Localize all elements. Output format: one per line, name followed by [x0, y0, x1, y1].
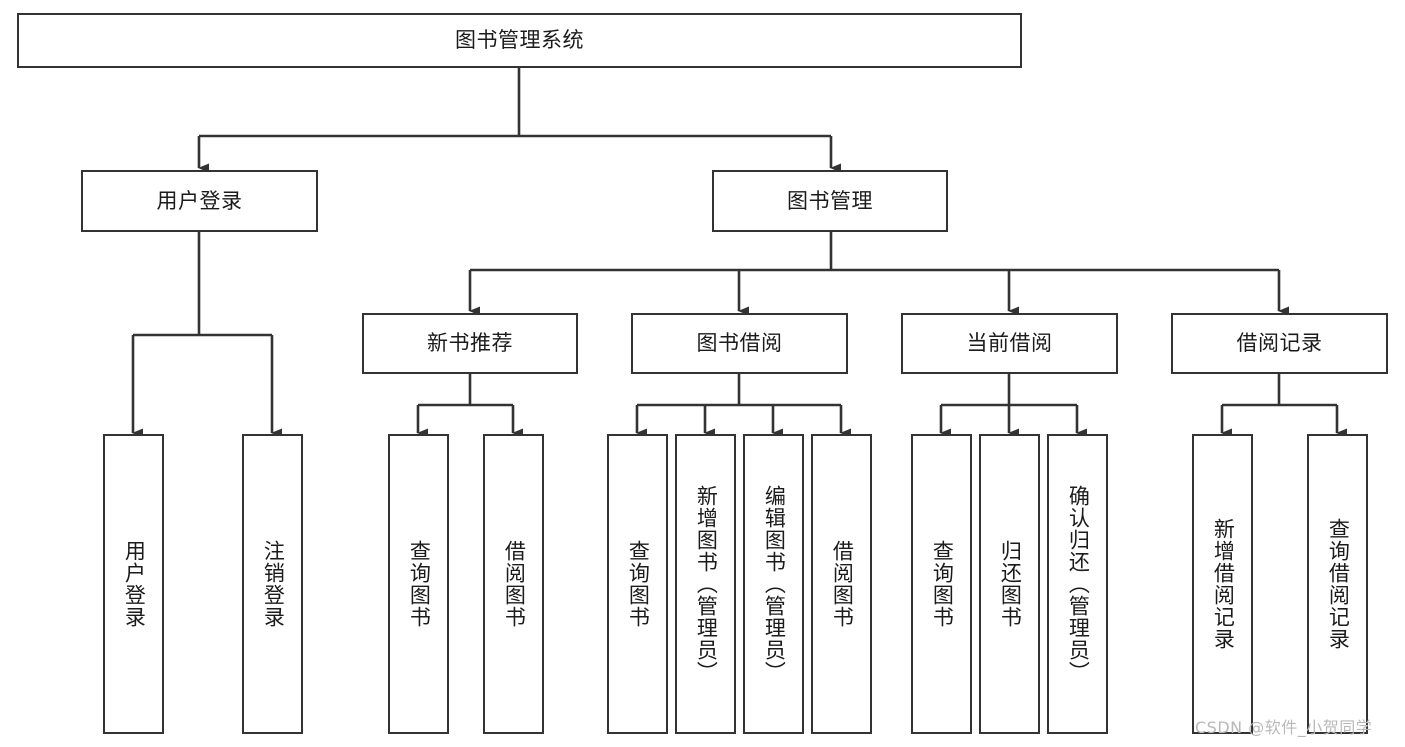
node-borrowing-record[interactable]: 借阅记录 — [1171, 313, 1388, 374]
node-label: 确认归还（管理员） — [1066, 485, 1091, 683]
node-book-management[interactable]: 图书管理 — [712, 170, 948, 232]
node-label: 图书管理系统 — [455, 28, 584, 53]
csdn-watermark: CSDN @软件_小贺同学 — [1195, 718, 1373, 737]
node-label: 图书管理 — [787, 188, 873, 213]
node-label: 查询图书 — [626, 540, 651, 628]
node-label: 借阅图书 — [830, 540, 855, 628]
node-leaf-edit-book-admin[interactable]: 编辑图书（管理员） — [743, 434, 804, 734]
node-new-book-recommendation[interactable]: 新书推荐 — [362, 313, 578, 374]
node-leaf-query-book-current[interactable]: 查询图书 — [911, 434, 972, 734]
node-label: 新书推荐 — [427, 331, 513, 356]
node-user-login[interactable]: 用户登录 — [81, 170, 318, 232]
node-leaf-query-book-recommend[interactable]: 查询图书 — [388, 434, 449, 734]
node-leaf-add-borrow-record[interactable]: 新增借阅记录 — [1192, 434, 1253, 734]
node-leaf-query-book-borrow[interactable]: 查询图书 — [607, 434, 668, 734]
node-book-management-system[interactable]: 图书管理系统 — [17, 13, 1022, 68]
node-label: 用户登录 — [122, 540, 147, 628]
node-label: 新增图书（管理员） — [694, 485, 719, 683]
node-label: 用户登录 — [156, 188, 243, 213]
node-leaf-return-book[interactable]: 归还图书 — [979, 434, 1040, 734]
node-leaf-user-login[interactable]: 用户登录 — [103, 434, 164, 734]
node-leaf-borrow-book[interactable]: 借阅图书 — [811, 434, 872, 734]
node-book-borrowing[interactable]: 图书借阅 — [631, 313, 848, 374]
node-label: 编辑图书（管理员） — [762, 485, 787, 683]
node-label: 当前借阅 — [966, 331, 1053, 356]
node-label: 查询图书 — [407, 540, 432, 628]
node-current-borrowing[interactable]: 当前借阅 — [901, 313, 1118, 374]
node-leaf-add-book-admin[interactable]: 新增图书（管理员） — [675, 434, 736, 734]
node-label: 图书借阅 — [696, 331, 783, 356]
node-leaf-borrow-book-recommend[interactable]: 借阅图书 — [483, 434, 544, 734]
node-label: 借阅图书 — [502, 540, 527, 628]
node-label: 新增借阅记录 — [1211, 518, 1236, 650]
node-label: 查询借阅记录 — [1326, 518, 1351, 650]
node-label: 借阅记录 — [1236, 331, 1323, 356]
node-leaf-logout[interactable]: 注销登录 — [242, 434, 303, 734]
node-label: 归还图书 — [998, 540, 1023, 628]
node-leaf-query-borrow-record[interactable]: 查询借阅记录 — [1307, 434, 1368, 734]
node-leaf-confirm-return-admin[interactable]: 确认归还（管理员） — [1047, 434, 1108, 734]
node-label: 注销登录 — [261, 540, 286, 628]
node-label: 查询图书 — [930, 540, 955, 628]
